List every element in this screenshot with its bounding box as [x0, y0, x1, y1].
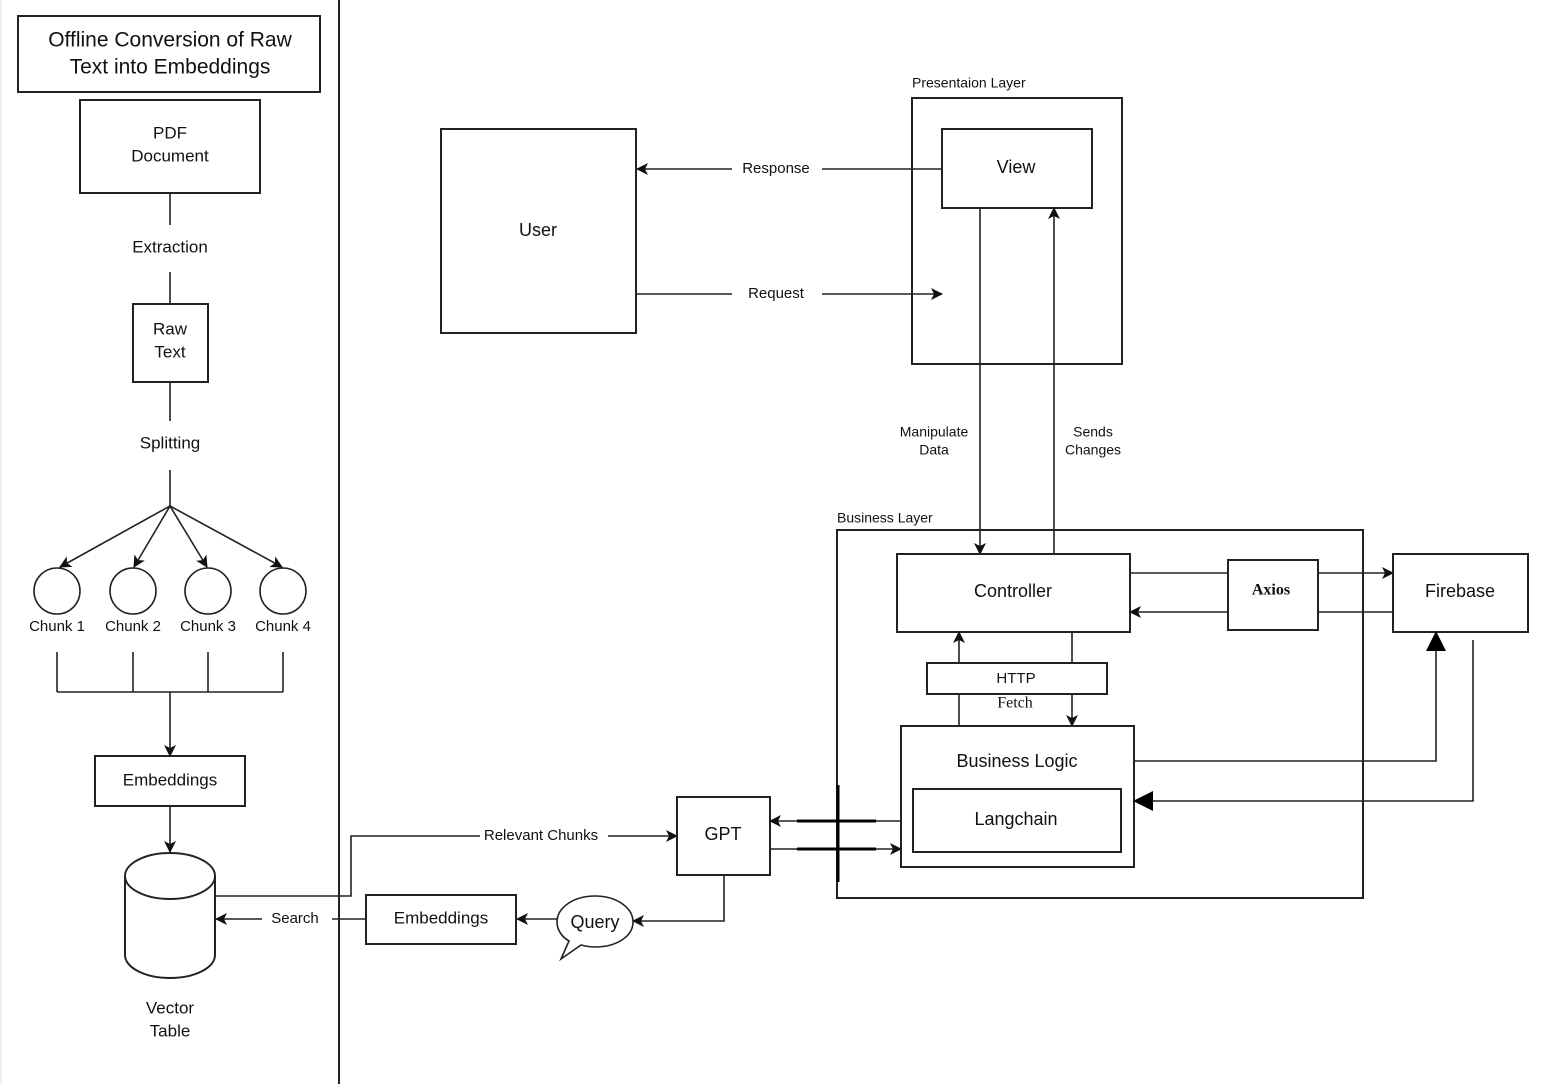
search-label: Search — [271, 910, 319, 927]
vector-table-label-line1: Vector — [146, 998, 195, 1017]
controller-label: Controller — [974, 581, 1052, 601]
chunk-label: Chunk 1 — [29, 618, 85, 635]
chunk-node-4: Chunk 4 — [255, 567, 311, 635]
raw-text-node: Raw Text — [132, 303, 209, 383]
extraction-label: Extraction — [132, 237, 208, 256]
pdf-document-node: PDF Document — [79, 99, 261, 194]
business-layer-label: Business Layer — [837, 510, 933, 526]
chunk-label: Chunk 3 — [180, 618, 236, 635]
sends-changes-label-line2: Changes — [1065, 442, 1121, 458]
gpt-node: GPT — [676, 796, 771, 876]
query-speech-bubble-icon: Query — [556, 895, 634, 962]
user-node: User — [440, 128, 637, 334]
http-label: HTTP — [996, 670, 1035, 687]
gpt-label: GPT — [704, 824, 741, 844]
arrow-to-chunk-1 — [59, 505, 171, 568]
left-title-line1: Offline Conversion of Raw — [48, 29, 292, 52]
presentation-layer-label: Presentaion Layer — [912, 75, 1026, 91]
view-label: View — [997, 157, 1037, 177]
http-node: HTTP — [926, 662, 1108, 695]
arrow-to-chunk-3 — [169, 505, 208, 568]
view-node: View — [941, 128, 1093, 209]
business-layer-container — [836, 529, 1364, 899]
arrow-to-chunk-4 — [169, 505, 283, 568]
relevant-chunks-line — [215, 835, 480, 897]
controller-node: Controller — [896, 553, 1131, 633]
embeddings-node-right: Embeddings — [365, 894, 517, 945]
query-label: Query — [570, 912, 619, 932]
user-label: User — [519, 220, 557, 240]
gpt-to-query-arrow — [632, 875, 725, 927]
chunk-node-3: Chunk 3 — [180, 567, 236, 635]
arrow-to-chunk-2 — [133, 505, 171, 568]
chunk-label: Chunk 4 — [255, 618, 311, 635]
vector-table-label-line2: Table — [150, 1021, 191, 1040]
embeddings-label: Embeddings — [394, 908, 489, 927]
axios-label: Axios — [1252, 582, 1290, 599]
manipulate-data-label-line1: Manipulate — [900, 424, 969, 440]
embeddings-node-left: Embeddings — [94, 755, 246, 807]
chunk-node-1: Chunk 1 — [29, 567, 85, 635]
langchain-label: Langchain — [974, 809, 1057, 829]
vector-table-database-icon — [124, 852, 216, 979]
firebase-label: Firebase — [1425, 581, 1495, 601]
chunk-node-2: Chunk 2 — [105, 567, 161, 635]
chunk-merge-bracket — [56, 652, 284, 693]
presentation-layer-container — [911, 97, 1123, 365]
raw-label-line1: Raw — [153, 319, 188, 338]
firebase-node: Firebase — [1392, 553, 1529, 633]
pdf-label-line2: Document — [131, 146, 209, 165]
axios-node: Axios — [1227, 559, 1319, 631]
left-title-box: Offline Conversion of Raw Text into Embe… — [17, 15, 321, 93]
business-logic-to-firebase-arrow — [1134, 631, 1446, 762]
langchain-node: Langchain — [912, 788, 1122, 853]
manipulate-data-label-line2: Data — [919, 442, 949, 458]
pdf-label-line1: PDF — [153, 123, 187, 142]
splitting-label: Splitting — [140, 433, 200, 452]
fetch-label: Fetch — [997, 695, 1033, 712]
response-label: Response — [742, 160, 810, 177]
chunk-label: Chunk 2 — [105, 618, 161, 635]
request-label: Request — [748, 285, 805, 302]
sends-changes-label-line1: Sends — [1073, 424, 1113, 440]
firebase-to-business-logic-arrow — [1133, 640, 1474, 811]
left-title-line2: Text into Embeddings — [70, 56, 271, 79]
raw-label-line2: Text — [154, 342, 185, 361]
business-logic-label: Business Logic — [956, 751, 1077, 771]
relevant-chunks-label: Relevant Chunks — [484, 827, 598, 844]
embeddings-label: Embeddings — [123, 770, 218, 789]
